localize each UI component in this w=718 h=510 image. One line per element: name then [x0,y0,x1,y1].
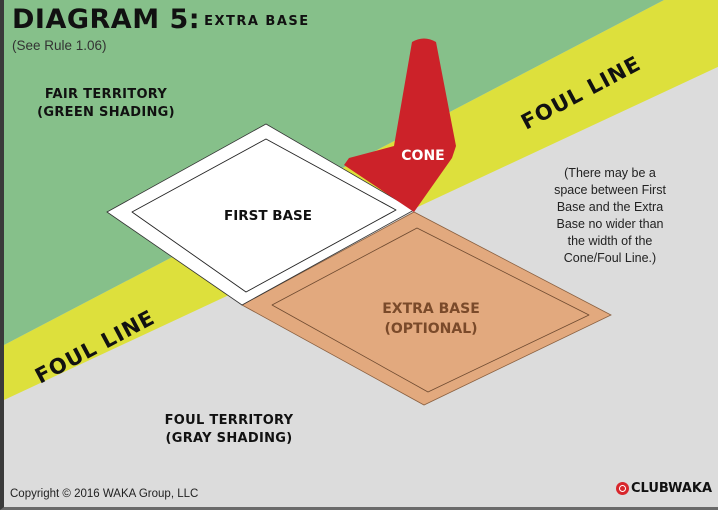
fair-territory-label: FAIR TERRITORY (GREEN SHADING) [36,86,176,122]
clubwaka-brand-text: CLUBWAKA [631,481,713,496]
foul-territory-line1: FOUL TERRITORY [164,413,294,428]
note-line: Base no wider than [556,217,664,231]
rule-reference: (See Rule 1.06) [12,38,107,53]
cone-label: CONE [401,148,444,164]
diagram-title: DIAGRAM 5:EXTRA BASE [12,4,310,35]
fair-territory-line1: FAIR TERRITORY [44,87,168,102]
extra-base-optional-label: (OPTIONAL) [384,321,477,337]
clubwaka-logo-icon [616,482,629,495]
note-line: Cone/Foul Line.) [563,251,657,265]
diagram-title-main: DIAGRAM 5: [12,4,201,35]
first-base-label: FIRST BASE [224,208,312,224]
note-line: Base and the Extra [556,200,664,214]
extra-base-label: EXTRA BASE [382,301,480,317]
spacing-note: (There may be a space between First Base… [540,165,680,267]
note-line: the width of the [567,234,653,248]
clubwaka-logo: CLUBWAKA [616,481,712,496]
cone-shape [344,38,456,212]
copyright-text: Copyright © 2016 WAKA Group, LLC [10,488,199,500]
field-graphic: FOUL LINE FOUL LINE CONE FIRST BASE EXTR… [4,0,718,507]
diagram-subtitle: EXTRA BASE [204,14,310,29]
note-line: (There may be a [564,166,656,180]
foul-territory-label: FOUL TERRITORY (GRAY SHADING) [159,412,299,448]
foul-territory-line2: (GRAY SHADING) [165,431,293,446]
extra-base-shape [241,211,612,406]
fair-territory-line2: (GREEN SHADING) [37,105,175,120]
note-line: space between First [554,183,666,197]
